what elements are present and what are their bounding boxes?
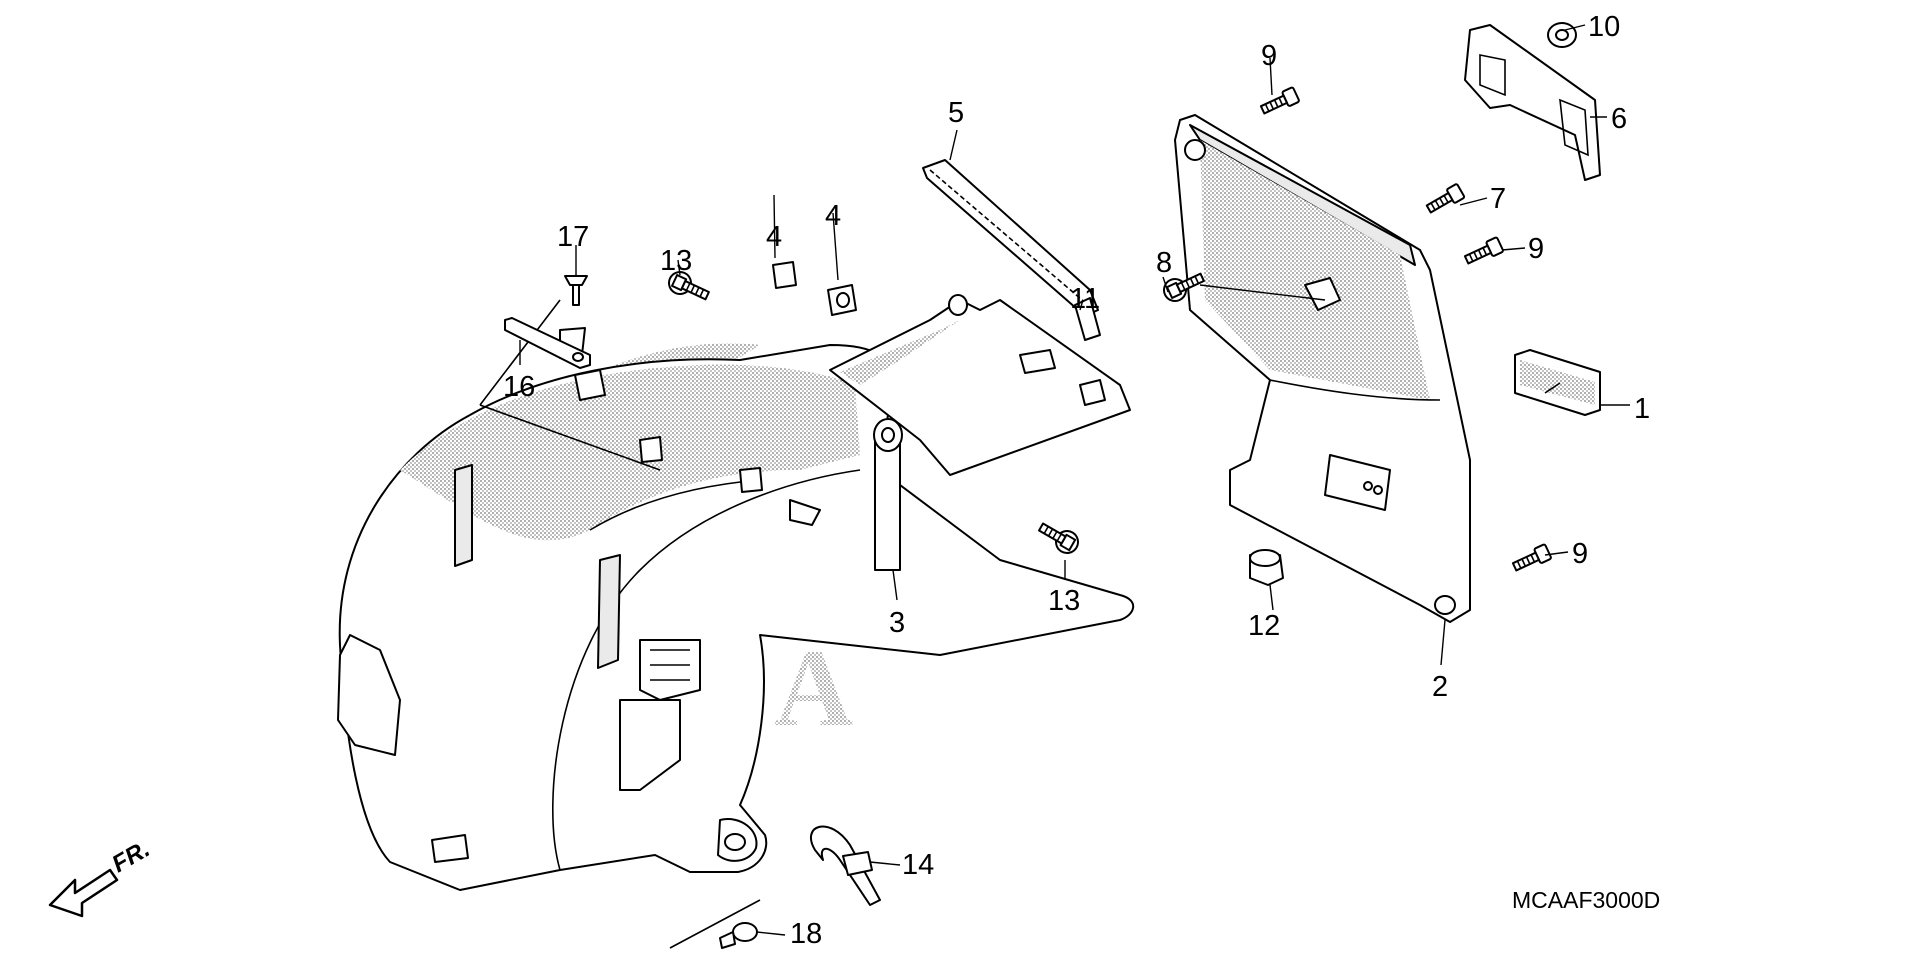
callout-labels: 1 2 3 4 4 5 6 7 8 9 9 9 10 11 12 13 13 1… [503,11,1650,950]
callout-16: 16 [503,371,535,403]
callout-13b: 13 [1048,585,1080,617]
leader-lines [519,24,1630,936]
bolt-icon [1258,85,1301,119]
callout-14: 14 [902,849,934,881]
screw-icon [564,275,588,306]
clip-part-18 [669,899,761,949]
callout-7: 7 [1490,183,1506,215]
callout-2: 2 [1432,671,1448,703]
callout-4a: 4 [825,200,841,232]
callout-5: 5 [948,97,964,129]
rear-fender-tail-section [829,294,1131,476]
seal-strip-part-5 [922,159,1099,317]
callout-9c: 9 [1572,538,1588,570]
diagram-code: MCAAF3000D [1512,887,1660,913]
band-part-16 [504,317,591,369]
callout-4b: 4 [766,221,782,253]
callout-17: 17 [557,221,589,253]
front-direction-arrow-icon [48,868,119,918]
bolt-icon [1510,542,1553,576]
direction-label: FR. [108,835,155,878]
callout-3: 3 [889,607,905,639]
band-clip-part-14 [809,825,881,906]
bracket-part-6 [1464,24,1601,181]
callout-8: 8 [1156,247,1172,279]
nut-icon [1249,549,1284,586]
callout-12: 12 [1248,610,1280,642]
callout-18: 18 [790,918,822,950]
callout-1: 1 [1634,393,1650,425]
callout-11: 11 [1070,283,1100,315]
callout-13a: 13 [660,245,692,277]
flange-bolt-icon [1034,516,1084,559]
callout-9a: 9 [1261,40,1277,72]
rear-fender-part-3 [337,299,1135,891]
nut-icon [1547,22,1577,48]
callout-6: 6 [1611,103,1627,135]
bolt-icon [1462,235,1505,269]
callout-9b: 9 [1528,233,1544,265]
clip-icon [1074,297,1101,341]
clip-nut-icon [772,261,857,316]
rear-cover-part-2 [1174,114,1471,623]
bolt-icon [1423,182,1466,217]
rubber-cushion-part-1 [1514,349,1601,416]
callout-10: 10 [1588,11,1620,43]
